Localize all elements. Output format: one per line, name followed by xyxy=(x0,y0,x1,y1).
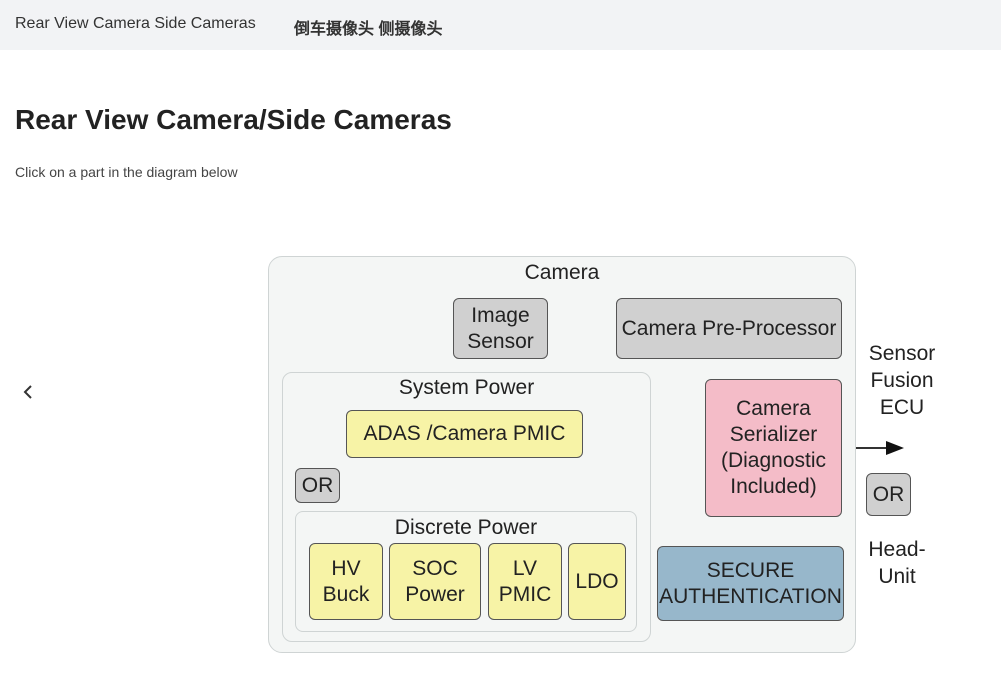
back-button[interactable] xyxy=(18,380,38,404)
discrete-power-label: Discrete Power xyxy=(394,516,538,539)
instruction-text: Click on a part in the diagram below xyxy=(15,164,238,180)
or-option-left[interactable]: OR xyxy=(295,468,340,503)
soc-power-block[interactable]: SOC Power xyxy=(389,543,481,620)
hv-buck-block[interactable]: HV Buck xyxy=(309,543,383,620)
output-arrow-icon xyxy=(886,441,904,455)
secure-authentication-block[interactable]: SECURE AUTHENTICATION xyxy=(657,546,844,621)
image-sensor-block[interactable]: Image Sensor xyxy=(453,298,548,359)
or-option-right[interactable]: OR xyxy=(866,473,911,516)
lv-pmic-block[interactable]: LV PMIC xyxy=(488,543,562,620)
camera-preprocessor-block[interactable]: Camera Pre-Processor xyxy=(616,298,842,359)
ldo-block[interactable]: LDO xyxy=(568,543,626,620)
nav-link-english[interactable]: Rear View Camera Side Cameras xyxy=(15,15,256,32)
page-title: Rear View Camera/Side Cameras xyxy=(15,104,452,135)
camera-label: Camera xyxy=(524,261,600,284)
nav-link-chinese[interactable]: 倒车摄像头 侧摄像头 xyxy=(294,21,443,38)
top-bar: Rear View Camera Side Cameras 倒车摄像头 侧摄像头 xyxy=(0,0,1001,50)
sensor-fusion-ecu-label[interactable]: Sensor Fusion ECU xyxy=(868,342,936,419)
adas-camera-pmic-block[interactable]: ADAS /Camera PMIC xyxy=(346,410,583,458)
head-unit-label[interactable]: Head- Unit xyxy=(868,538,926,588)
camera-serializer-block[interactable]: Camera Serializer (Diagnostic Included) xyxy=(705,379,842,517)
system-power-label: System Power xyxy=(398,376,535,399)
chevron-left-icon xyxy=(23,385,32,399)
